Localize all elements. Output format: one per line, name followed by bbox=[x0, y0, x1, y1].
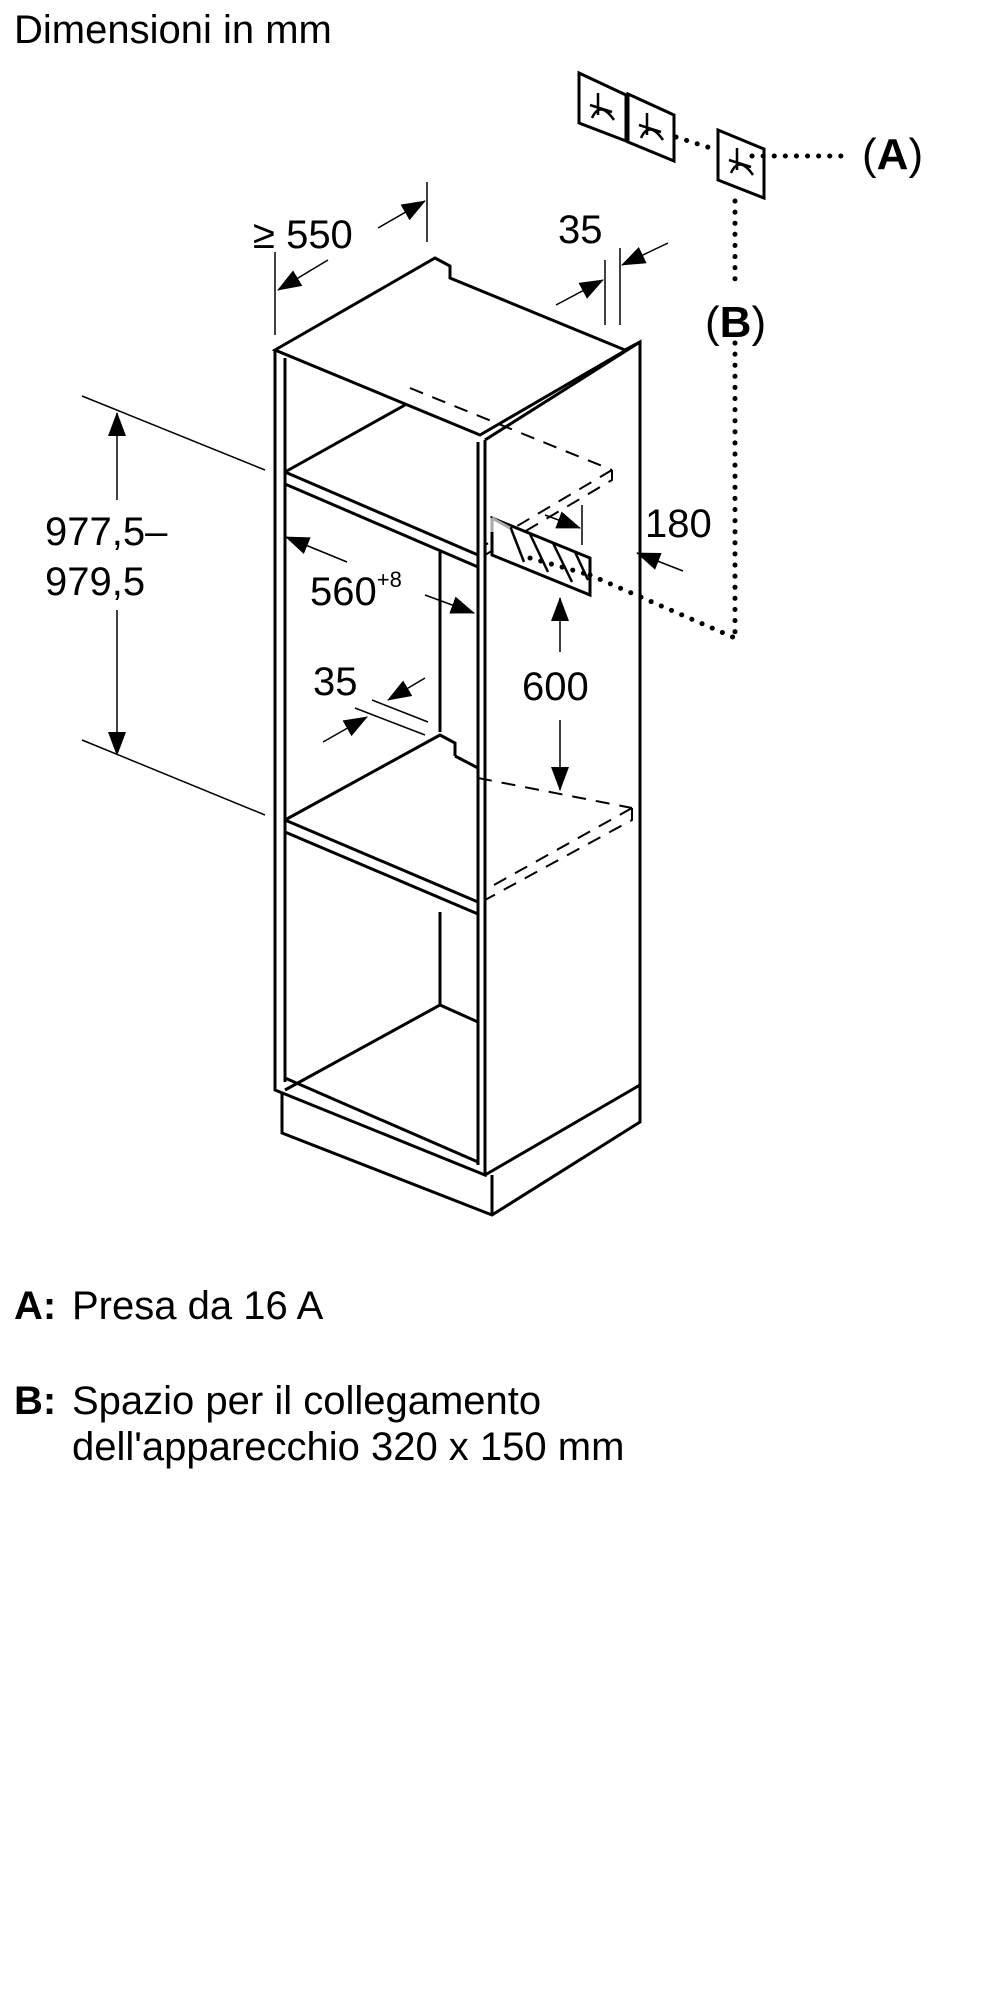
depth-label: ≥ 550 bbox=[253, 213, 353, 257]
dimension-outlet-offset bbox=[544, 505, 684, 572]
dimension-height bbox=[81, 395, 266, 816]
dimension-inner-width bbox=[285, 536, 475, 614]
height-label-line2: 979,5 bbox=[45, 560, 145, 604]
power-socket-icon bbox=[716, 127, 766, 201]
page-title: Dimensioni in mm bbox=[14, 8, 332, 52]
legend-text-b-line2: dell'apparecchio 320 x 150 mm bbox=[72, 1425, 625, 1469]
outlet-offset-label: 180 bbox=[645, 502, 712, 546]
connection-area-hatch-icon bbox=[490, 515, 592, 598]
legend-key-b: B: bbox=[14, 1379, 57, 1423]
legend-text-b-line1: Spazio per il collegamento bbox=[72, 1379, 542, 1423]
dimension-back-gap-shelf bbox=[322, 677, 429, 743]
back-gap-shelf-label: 35 bbox=[313, 660, 358, 704]
power-socket-icon bbox=[577, 70, 628, 144]
legend-item-a: A: Presa da 16 A bbox=[14, 1283, 323, 1329]
power-socket-icon bbox=[626, 91, 676, 164]
legend-text-a: Presa da 16 A bbox=[72, 1284, 324, 1328]
dashed-guides bbox=[409, 387, 633, 901]
callout-a: (A) bbox=[862, 130, 923, 179]
outlet-height-label: 600 bbox=[522, 665, 589, 709]
dotted-leaders bbox=[527, 134, 853, 643]
height-label-line1: 977,5– bbox=[45, 510, 168, 554]
dimension-back-gap-top bbox=[555, 242, 669, 325]
cabinet bbox=[271, 256, 642, 1217]
back-gap-top-label: 35 bbox=[558, 208, 603, 252]
installation-diagram: ≥ 550 35 977,5– 979,5 560+8 35 180 bbox=[45, 70, 923, 1217]
callout-b: (B) bbox=[705, 298, 766, 347]
dimension-depth bbox=[274, 182, 428, 335]
legend-key-a: A: bbox=[14, 1284, 57, 1328]
inner-width-label: 560+8 bbox=[310, 567, 402, 614]
